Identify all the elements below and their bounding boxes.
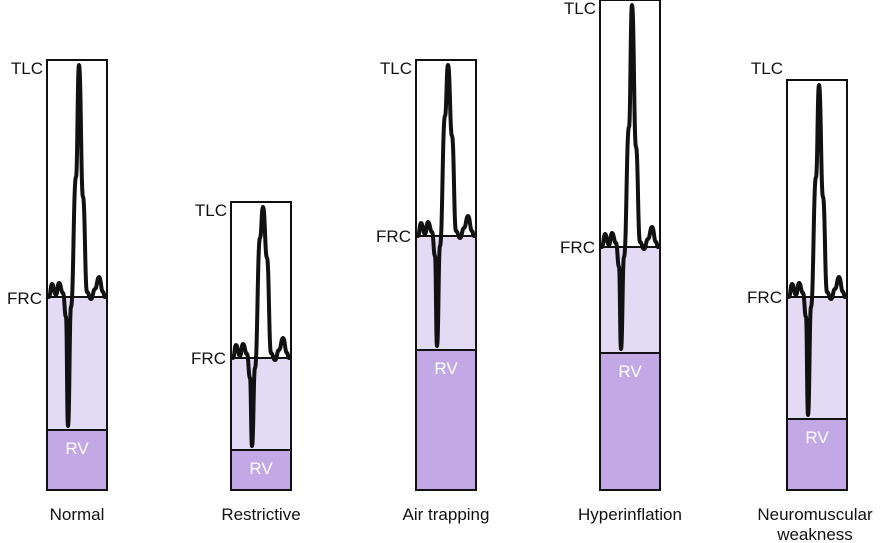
total-capacity-box (415, 59, 477, 491)
residual-volume-zone (600, 353, 660, 490)
expiratory-reserve-zone (416, 236, 476, 350)
total-capacity-box (599, 0, 661, 491)
rv-label: RV (618, 362, 642, 381)
panel-caption: Restrictive (221, 505, 300, 524)
panel-caption: Air trapping (403, 505, 490, 524)
frc-label: FRC (560, 238, 595, 257)
volume-panel: TLC FRC RV Air trapping (376, 59, 489, 524)
expiratory-reserve-zone (47, 297, 107, 430)
rv-label: RV (805, 428, 829, 447)
frc-label: FRC (191, 349, 226, 368)
residual-volume-zone (787, 419, 847, 490)
residual-volume-zone (416, 350, 476, 490)
frc-label: FRC (747, 288, 782, 307)
expiratory-reserve-zone (600, 247, 660, 353)
expiratory-reserve-zone (231, 358, 291, 450)
volume-panel: TLC FRC RV Hyperinflation (560, 0, 682, 524)
spirometry-trace (787, 83, 847, 417)
frc-label: FRC (7, 289, 42, 308)
spirometry-trace (231, 205, 291, 448)
tlc-label: TLC (11, 59, 43, 78)
expiratory-reserve-zone (787, 297, 847, 419)
frc-label: FRC (376, 227, 411, 246)
tlc-label: TLC (564, 0, 596, 18)
panel-caption: Hyperinflation (578, 505, 682, 524)
total-capacity-box (230, 201, 292, 491)
tlc-label: TLC (751, 59, 783, 78)
total-capacity-box (786, 79, 848, 491)
spirometry-trace (47, 63, 107, 428)
rv-label: RV (65, 439, 89, 458)
residual-volume-zone (231, 450, 291, 490)
spirometry-trace (600, 3, 660, 351)
tlc-label: TLC (195, 201, 227, 220)
rv-label: RV (434, 359, 458, 378)
rv-label: RV (249, 459, 273, 478)
residual-volume-zone (47, 430, 107, 490)
volume-panel: TLC FRC RV Restrictive (191, 201, 301, 524)
total-capacity-box (46, 59, 108, 491)
volume-panel: TLC FRC RV Normal (7, 59, 108, 524)
tlc-label: TLC (380, 59, 412, 78)
panel-caption: Normal (50, 505, 105, 524)
spirometry-trace (416, 63, 476, 348)
